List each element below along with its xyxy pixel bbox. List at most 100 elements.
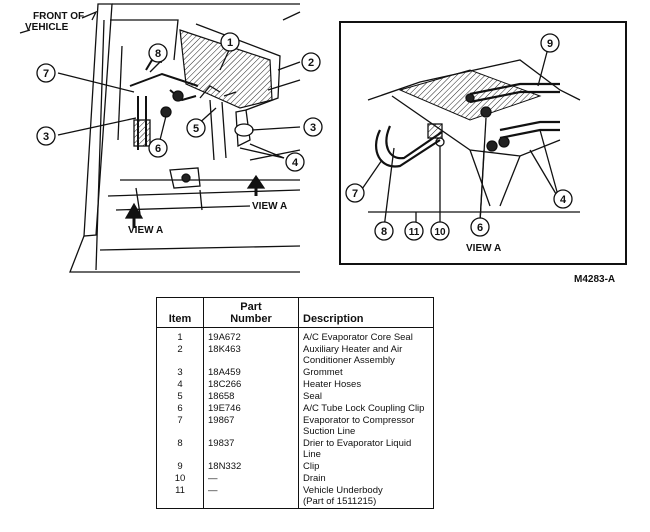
svg-text:5: 5 <box>193 123 199 135</box>
cell-item: 2 <box>156 344 204 367</box>
cell-item: 8 <box>156 438 204 461</box>
header-description: Description <box>298 297 434 328</box>
callout-6-main: 6 <box>148 138 168 158</box>
callout-5: 5 <box>186 118 206 138</box>
cell-part-number: 19867 <box>203 415 299 438</box>
inset-frame <box>339 21 627 265</box>
description-line: Drain <box>303 473 326 484</box>
table-row: 11—Vehicle Underbody(Part of 1511215) <box>156 485 434 509</box>
callout-8-inset: 8 <box>374 221 394 241</box>
description-line: Suction Line <box>303 426 356 437</box>
svg-text:1: 1 <box>227 37 233 49</box>
floor-edge <box>69 235 300 273</box>
heater-assembly-shade <box>179 29 273 109</box>
description-line: A/C Tube Lock Coupling Clip <box>303 403 425 414</box>
svg-text:2: 2 <box>308 57 314 69</box>
table-row: 10—Drain <box>156 473 434 485</box>
description-line: Heater Hoses <box>303 379 362 390</box>
callout-4-main: 4 <box>285 152 305 172</box>
callout-10: 10 <box>430 221 450 241</box>
svg-text:7: 7 <box>352 188 358 200</box>
figure-code: M4283-A <box>574 274 615 285</box>
svg-text:3: 3 <box>43 131 49 143</box>
cell-item: 9 <box>156 461 204 473</box>
cell-item: 3 <box>156 367 204 379</box>
inset-suction-line <box>375 129 441 168</box>
callout-1: 1 <box>220 32 240 52</box>
callout-4-inset: 4 <box>553 189 573 209</box>
main-callouts: 1 2 3 3 4 5 6 7 8 <box>36 32 323 172</box>
description-line: (Part of 1511215) <box>303 496 377 507</box>
cell-item: 4 <box>156 379 204 391</box>
inset-view-a <box>339 21 627 265</box>
header-item: Item <box>156 297 204 328</box>
description-line: Grommet <box>303 367 343 378</box>
view-a-inset-label: VIEW A <box>466 243 501 254</box>
svg-text:9: 9 <box>547 38 553 50</box>
callout-3-left: 3 <box>36 126 56 146</box>
view-a-arrow-right <box>246 174 266 189</box>
front-arrow-tail <box>19 29 31 34</box>
cell-part-number: 19837 <box>203 438 299 461</box>
svg-text:6: 6 <box>477 222 483 234</box>
svg-text:3: 3 <box>310 122 316 134</box>
inset-body-top <box>367 59 581 101</box>
cell-description: Heater Hoses <box>299 379 434 391</box>
cell-part-number: — <box>203 485 299 509</box>
svg-text:8: 8 <box>155 48 161 60</box>
front-label-line1: FRONT OF <box>33 11 84 22</box>
callout-2: 2 <box>301 52 321 72</box>
front-arrow <box>81 10 98 21</box>
svg-text:4: 4 <box>292 157 299 169</box>
svg-text:4: 4 <box>560 194 567 206</box>
body-pillar <box>83 3 113 237</box>
exploded-diagram: FRONT OF VEHICLE <box>19 3 627 285</box>
cell-part-number: 19A672 <box>203 327 299 344</box>
cell-item: 11 <box>156 485 204 509</box>
cell-description: Clip <box>299 461 434 473</box>
main-view: FRONT OF VEHICLE <box>19 3 301 273</box>
cell-part-number: 18C266 <box>203 379 299 391</box>
description-line: Auxiliary Heater and Air <box>303 344 403 355</box>
cell-description: Grommet <box>299 367 434 379</box>
callout-7-main: 7 <box>36 63 56 83</box>
front-label-line2: VEHICLE <box>25 22 69 33</box>
callout-6-inset: 6 <box>470 217 490 237</box>
cell-part-number: 18A459 <box>203 367 299 379</box>
svg-text:7: 7 <box>43 68 49 80</box>
cell-item: 10 <box>156 473 204 485</box>
cell-description: A/C Tube Lock Coupling Clip <box>299 403 434 415</box>
description-line: Evaporator to Compressor <box>303 415 415 426</box>
cell-part-number: 18N332 <box>203 461 299 473</box>
cell-description: Vehicle Underbody(Part of 1511215) <box>299 485 434 509</box>
description-line: Conditioner Assembly <box>303 355 395 366</box>
cell-item: 5 <box>156 391 204 403</box>
inset-callouts: 9 4 6 7 8 11 10 <box>345 33 573 241</box>
description-line: Seal <box>303 391 323 402</box>
view-a-label-right: VIEW A <box>252 201 287 212</box>
description-line: Clip <box>303 461 320 472</box>
callout-9: 9 <box>540 33 560 53</box>
cell-description: A/C Evaporator Core Seal <box>299 328 434 345</box>
cell-description: Seal <box>299 391 434 403</box>
suction-line <box>129 72 199 87</box>
description-line: A/C Evaporator Core Seal <box>303 332 413 343</box>
cell-part-number: 18K463 <box>203 344 299 367</box>
callout-11: 11 <box>404 221 424 241</box>
cell-part-number: 18658 <box>203 391 299 403</box>
